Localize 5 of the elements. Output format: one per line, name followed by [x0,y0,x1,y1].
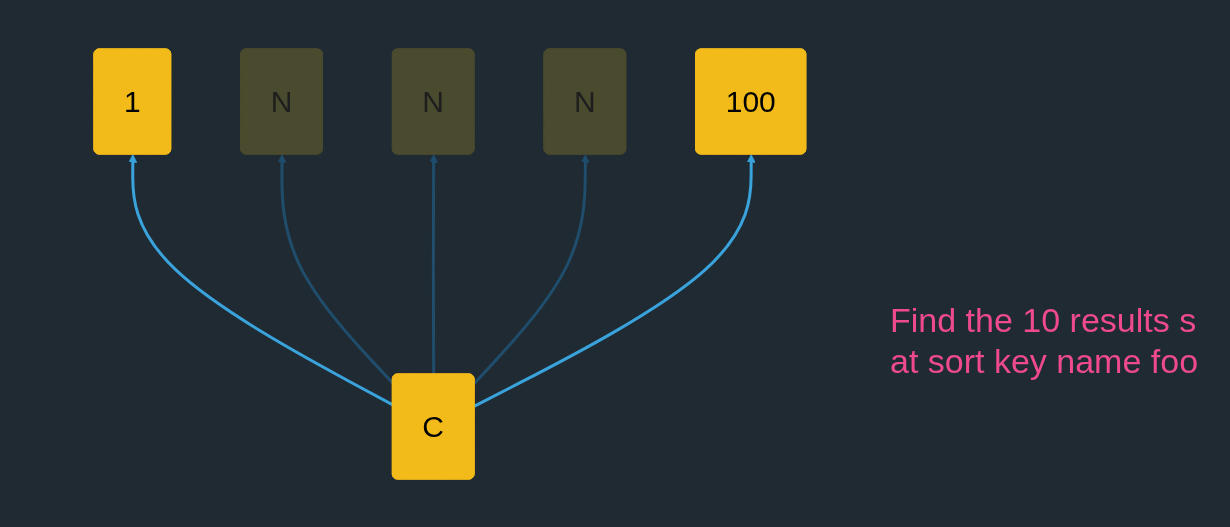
arrow [429,153,439,374]
arrow [473,153,756,407]
note-text: Find the 10 results s at sort key name foo [890,300,1200,382]
arrow [473,153,590,384]
arrow [128,153,394,406]
